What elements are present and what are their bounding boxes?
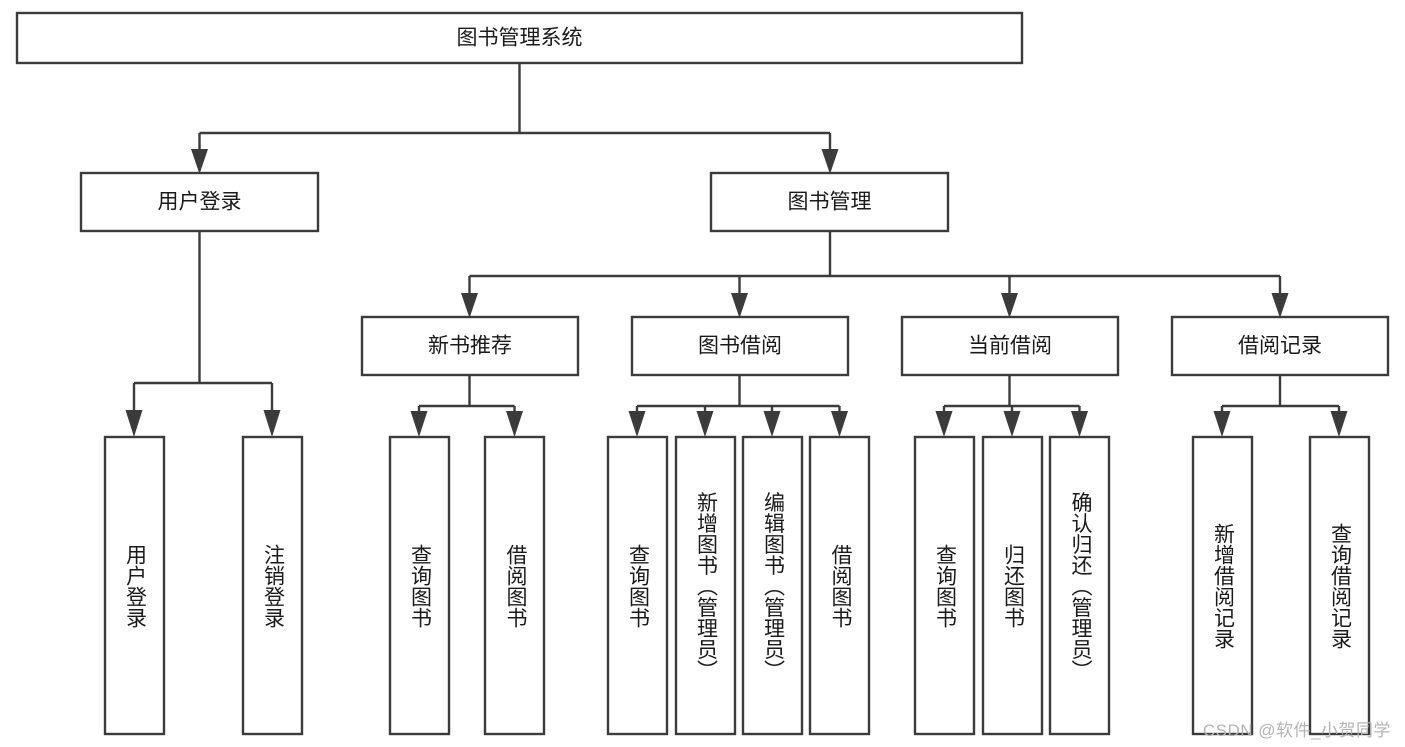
node-borrow-record[interactable]: 借阅记录 xyxy=(1170,315,1390,377)
leaf-user-login-label: 用户登录 xyxy=(123,544,147,628)
connector-group-borrow-record-to-leaves xyxy=(1213,375,1348,437)
node-book-management-box[interactable] xyxy=(709,171,950,233)
node-current-borrow-box[interactable] xyxy=(900,315,1120,377)
arrow-head-user-login xyxy=(191,149,208,174)
leaf-return-book-box[interactable] xyxy=(981,435,1044,736)
arrow-head-leaf-query-book-c xyxy=(935,411,953,437)
node-root-box[interactable] xyxy=(15,11,1024,65)
arrow-head-book-borrow xyxy=(731,293,748,318)
leaf-add-borrow-record-label: 新增借阅记录 xyxy=(1211,523,1235,649)
leaf-node-user-login[interactable]: 用户登录 xyxy=(103,435,166,736)
leaf-node-query-book-recommend[interactable]: 查询图书 xyxy=(388,435,451,736)
leaf-query-book-recommend-box[interactable] xyxy=(388,435,451,736)
node-current-borrow-label: 当前借阅 xyxy=(968,335,1052,358)
leaf-user-login-box[interactable] xyxy=(103,435,166,736)
leaf-borrow-book-recommend-label: 借阅图书 xyxy=(504,544,528,628)
leaf-confirm-return-box[interactable] xyxy=(1048,435,1111,736)
leaf-node-borrow-book-recommend[interactable]: 借阅图书 xyxy=(483,435,546,736)
arrow-head-leaf-query-record xyxy=(1330,411,1348,437)
leaf-node-edit-book[interactable]: 编辑图书（管理员） xyxy=(741,435,804,736)
leaf-edit-book-label: 编辑图书（管理员） xyxy=(761,492,785,681)
arrow-head-leaf-confirm-return xyxy=(1071,411,1088,437)
leaf-logout-label: 注销登录 xyxy=(261,544,285,628)
node-borrow-record-box[interactable] xyxy=(1170,315,1390,377)
arrow-head-leaf-add-book xyxy=(696,411,714,437)
leaf-add-book-box[interactable] xyxy=(674,435,737,736)
node-current-borrow[interactable]: 当前借阅 xyxy=(900,315,1120,377)
leaf-query-book-borrow-box[interactable] xyxy=(606,435,669,736)
node-user-login-label: 用户登录 xyxy=(158,191,242,214)
arrow-head-leaf-logout xyxy=(263,410,281,437)
arrow-head-leaf-return-book xyxy=(1003,411,1021,437)
arrow-head-book-mgmt xyxy=(821,149,839,174)
leaf-confirm-return-label: 确认归还（管理员） xyxy=(1069,492,1093,681)
connector-group-book-borrow-to-leaves xyxy=(628,375,848,437)
arrow-head-borrow-record xyxy=(1271,293,1289,318)
leaf-node-borrow-book[interactable]: 借阅图书 xyxy=(808,435,871,736)
node-new-book-recommend[interactable]: 新书推荐 xyxy=(360,315,580,377)
arrow-head-new-book-recommend xyxy=(461,293,478,318)
node-book-borrow[interactable]: 图书借阅 xyxy=(630,315,850,377)
node-new-book-recommend-box[interactable] xyxy=(360,315,580,377)
node-borrow-record-label: 借阅记录 xyxy=(1238,335,1322,358)
leaf-query-book-current-box[interactable] xyxy=(913,435,976,736)
leaf-add-book-label: 新增图书（管理员） xyxy=(694,492,718,681)
node-book-management-label: 图书管理 xyxy=(788,191,872,214)
leaf-node-confirm-return[interactable]: 确认归还（管理员） xyxy=(1048,435,1111,736)
leaf-add-borrow-record-box[interactable] xyxy=(1191,435,1254,736)
leaf-node-query-borrow-record[interactable]: 查询借阅记录 xyxy=(1308,435,1371,736)
arrow-head-leaf-add-record xyxy=(1213,411,1231,437)
leaf-query-borrow-record-box[interactable] xyxy=(1308,435,1371,736)
leaf-logout-box[interactable] xyxy=(241,435,304,736)
arrow-head-leaf-query-book-a xyxy=(410,411,428,437)
leaf-edit-book-box[interactable] xyxy=(741,435,804,736)
leaf-node-add-book[interactable]: 新增图书（管理员） xyxy=(674,435,737,736)
node-root-system[interactable]: 图书管理系统 xyxy=(15,11,1024,65)
node-book-borrow-box[interactable] xyxy=(630,315,850,377)
leaf-node-add-borrow-record[interactable]: 新增借阅记录 xyxy=(1191,435,1254,736)
node-user-login-box[interactable] xyxy=(79,171,320,233)
connector-group-current-borrow-to-leaves xyxy=(935,375,1088,437)
connector-group-new-book-to-leaves xyxy=(410,375,523,437)
node-user-login[interactable]: 用户登录 xyxy=(79,171,320,233)
leaf-node-logout[interactable]: 注销登录 xyxy=(241,435,304,736)
leaf-node-query-book-borrow[interactable]: 查询图书 xyxy=(606,435,669,736)
arrow-head-leaf-edit-book xyxy=(763,411,781,437)
leaf-borrow-book-box[interactable] xyxy=(808,435,871,736)
leaf-borrow-book-recommend-box[interactable] xyxy=(483,435,546,736)
connector-group-root-to-level1 xyxy=(191,63,839,174)
leaf-query-book-current-label: 查询图书 xyxy=(933,544,957,628)
leaf-node-return-book[interactable]: 归还图书 xyxy=(981,435,1044,736)
arrow-head-leaf-borrow-book-b xyxy=(831,411,848,437)
leaf-query-book-recommend-label: 查询图书 xyxy=(408,544,432,628)
leaf-query-borrow-record-label: 查询借阅记录 xyxy=(1328,523,1352,649)
leaf-query-book-borrow-label: 查询图书 xyxy=(626,544,650,628)
arrow-head-leaf-user-login xyxy=(125,410,143,437)
connector-group-user-login-to-leaves xyxy=(125,231,281,437)
arrow-head-current-borrow xyxy=(1001,293,1018,318)
connector-group-book-mgmt-to-level2 xyxy=(461,231,1289,318)
leaf-return-book-label: 归还图书 xyxy=(1001,544,1025,628)
node-book-management[interactable]: 图书管理 xyxy=(709,171,950,233)
node-book-borrow-label: 图书借阅 xyxy=(698,335,782,358)
leaf-borrow-book-label: 借阅图书 xyxy=(829,544,853,628)
node-new-book-recommend-label: 新书推荐 xyxy=(428,335,512,358)
node-root-label: 图书管理系统 xyxy=(457,27,583,50)
arrow-head-leaf-query-book-b xyxy=(628,411,646,437)
arrow-head-leaf-borrow-book-a xyxy=(506,411,523,437)
leaf-node-query-book-current[interactable]: 查询图书 xyxy=(913,435,976,736)
